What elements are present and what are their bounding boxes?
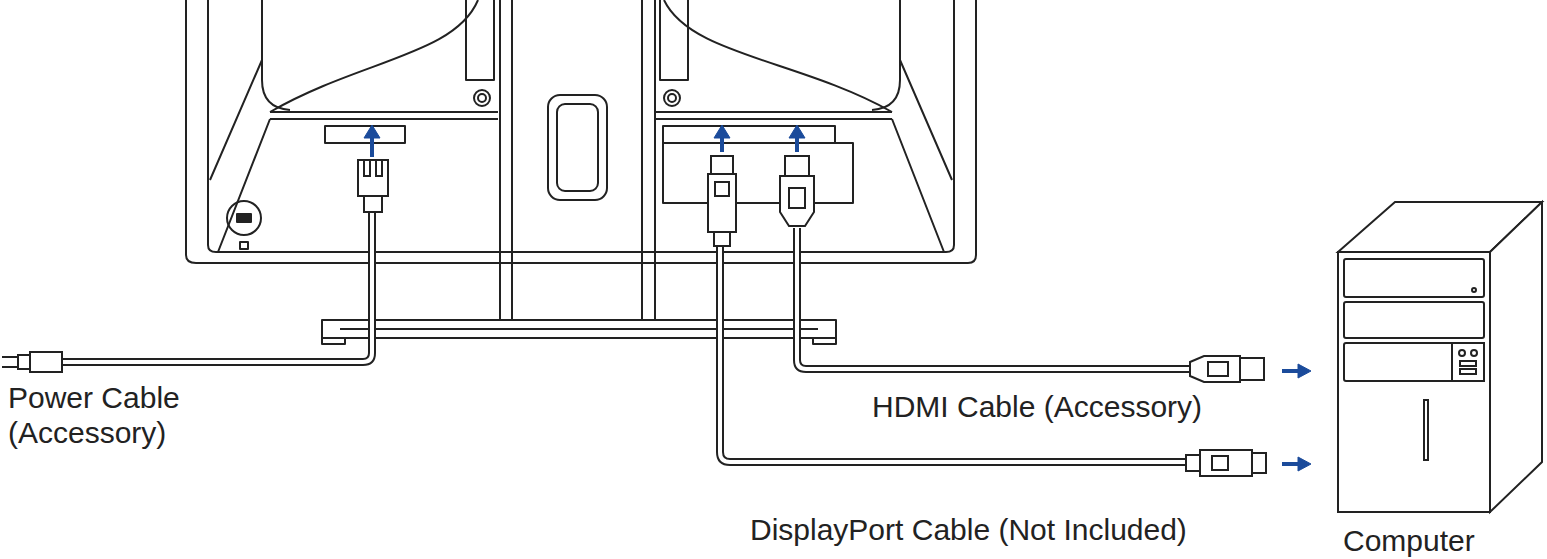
stand-base-line — [322, 329, 836, 344]
audio-port — [1460, 361, 1476, 366]
hdmi-body — [780, 176, 814, 226]
hdmi-grip — [789, 188, 805, 208]
drive-bay — [1344, 259, 1484, 297]
stand-column — [500, 0, 655, 320]
housing-inner — [208, 0, 954, 252]
dp-latch — [1212, 456, 1228, 470]
usb-port — [1459, 350, 1465, 356]
displayport-cable — [720, 246, 1186, 462]
screw — [668, 94, 676, 102]
computer-side — [1490, 202, 1542, 512]
port-board — [663, 143, 853, 203]
screw — [664, 90, 680, 106]
power-cable — [62, 212, 372, 362]
computer-front — [1338, 252, 1490, 512]
dp-tip — [1252, 453, 1266, 473]
insert-arrow-head — [1298, 364, 1311, 378]
cable-clip — [548, 95, 607, 200]
housing-lower — [218, 112, 944, 252]
insert-arrow — [1282, 462, 1300, 466]
audio-port — [1460, 369, 1476, 374]
hdmi-cable — [797, 228, 1190, 369]
hdmi-grip — [1208, 362, 1228, 376]
housing-panel — [262, 0, 900, 110]
insert-arrow-head — [789, 125, 805, 138]
monitor-housing — [186, 0, 976, 263]
cable-clip-inner — [557, 104, 598, 191]
insert-arrow — [370, 136, 374, 157]
hdmi-tip — [785, 156, 809, 176]
cable-label: DisplayPort Cable (Not Included) — [750, 513, 1290, 547]
wall-plug-neck — [18, 355, 30, 369]
dp-tip — [711, 156, 733, 174]
insert-arrow-head — [714, 125, 730, 138]
wall-plug — [30, 352, 62, 372]
lock-slot-hole — [237, 214, 251, 222]
wall-plug-prongs — [2, 357, 18, 367]
hdmi-cable — [797, 228, 1190, 369]
dp-latch — [715, 182, 729, 196]
lock-icon — [240, 242, 248, 249]
power-port — [325, 126, 405, 143]
insert-arrow-head — [364, 125, 380, 138]
video-ports — [663, 126, 835, 143]
power-connector — [358, 160, 388, 196]
housing-diagonal — [210, 60, 952, 180]
dp-boot — [1186, 455, 1200, 471]
device-label: Computer — [1343, 526, 1543, 556]
dp-boot — [714, 232, 730, 246]
cable-label: HDMI Cable (Accessory) — [872, 390, 1292, 424]
insert-arrow — [1282, 369, 1300, 373]
screw-bracket — [466, 0, 688, 80]
screw — [478, 94, 486, 102]
power-connector-pins — [364, 160, 382, 176]
dp-body — [708, 174, 736, 232]
front-panel — [1452, 343, 1484, 381]
lock-slot — [227, 201, 261, 235]
hdmi-tip — [1240, 358, 1264, 380]
displayport-cable — [720, 246, 1186, 462]
cable-label: Power Cable (Accessory) — [8, 380, 240, 450]
power-connector-boot — [364, 196, 382, 212]
drive-button — [1472, 288, 1476, 292]
drive-bay — [1344, 343, 1484, 381]
power-cable — [62, 212, 372, 362]
dp-body — [1200, 450, 1252, 476]
hdmi-body — [1190, 356, 1240, 382]
usb-port — [1471, 350, 1477, 356]
insert-arrow-head — [1298, 457, 1311, 471]
screw — [474, 90, 490, 106]
front-slot — [1424, 400, 1428, 460]
drive-bay — [1344, 302, 1484, 338]
